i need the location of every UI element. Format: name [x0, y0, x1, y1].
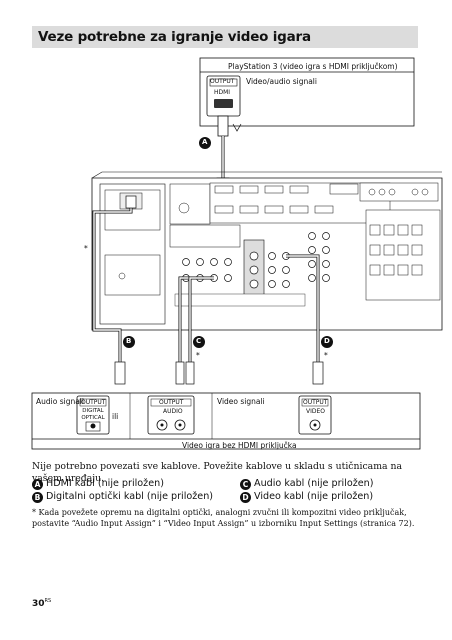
- hdmi-port-label: HDMI: [214, 89, 231, 96]
- receiver-back-panel: [91, 171, 443, 331]
- marker-c: [193, 336, 205, 348]
- footnote: * Kada povežete opremu na digitalni opti…: [32, 508, 415, 528]
- asterisk-d: *: [324, 351, 328, 360]
- or-label: ili: [112, 412, 119, 421]
- marker-d: [321, 336, 333, 348]
- section-title-bar: Veze potrebne za igranje video igara: [32, 26, 418, 48]
- audio-output-label: OUTPUT: [159, 399, 184, 406]
- marker-b: [123, 336, 135, 348]
- marker-c-label: C: [196, 337, 202, 345]
- legend-marker-c: C: [240, 479, 251, 490]
- page-number-value: 30: [32, 599, 45, 609]
- asterisk-b: *: [84, 244, 88, 253]
- legend-marker-a: A: [32, 479, 43, 490]
- legend-text-b: Digitalni optički kabl (nije priložen): [46, 491, 214, 502]
- digital-optical-label: DIGITAL OPTICAL: [81, 408, 105, 421]
- asterisk-c: *: [196, 351, 200, 360]
- video-port-label: VIDEO: [306, 408, 326, 415]
- av-signals-label: Video/audio signali: [246, 77, 317, 86]
- top-box-title: PlayStation 3 (video igra s HDMI priklju…: [228, 62, 398, 71]
- legend-text-c: Audio kabl (nije priložen): [254, 478, 374, 489]
- intro-paragraph: Nije potrebno povezati sve kablove. Pove…: [32, 461, 403, 484]
- marker-d-label: D: [324, 337, 330, 345]
- video-output-label: OUTPUT: [303, 399, 328, 406]
- marker-a: [199, 137, 211, 149]
- legend-text-d: Video kabl (nije priložen): [254, 491, 374, 502]
- digital-output-label: OUTPUT: [81, 399, 106, 406]
- legend-marker-d: D: [240, 492, 251, 503]
- audio-port-label: AUDIO: [163, 408, 183, 415]
- page-suffix: RS: [44, 598, 52, 604]
- page-title: Veze potrebne za igranje video igara: [38, 29, 311, 45]
- marker-b-label: B: [126, 337, 132, 345]
- video-signals-label: Video signali: [217, 397, 265, 406]
- audio-signals-label: Audio signali: [36, 397, 84, 406]
- hdmi-output-label: OUTPUT: [210, 78, 235, 85]
- legend-marker-b: B: [32, 492, 43, 503]
- marker-a-label: A: [202, 138, 208, 146]
- legend-text-a: HDMI kabl (nije priložen): [46, 478, 164, 489]
- connection-diagram: [31, 57, 443, 450]
- page-number: 30RS: [32, 598, 51, 609]
- bottom-box-title: Video igra bez HDMI priključka: [182, 441, 297, 450]
